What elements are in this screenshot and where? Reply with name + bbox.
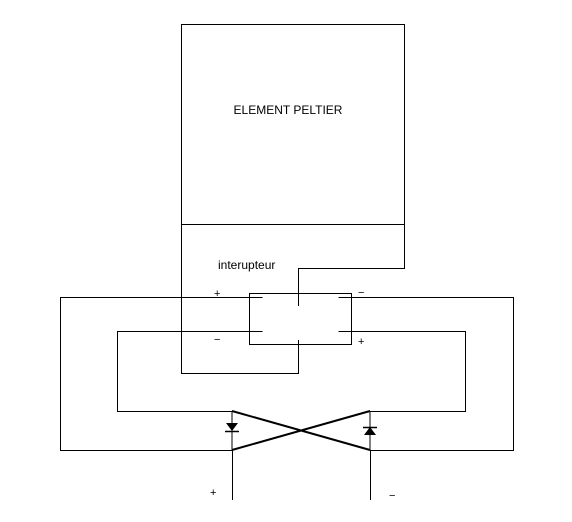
input-sign-right: −	[389, 490, 395, 502]
diode-bridge	[225, 410, 377, 451]
switch-sign-bottom-right: +	[358, 336, 364, 348]
outer-loop	[60, 297, 514, 451]
switch: interupteur + − − +	[214, 258, 364, 348]
peltier-leads	[181, 224, 405, 374]
switch-label: interupteur	[218, 258, 275, 272]
peltier-element: ELEMENT PELTIER	[181, 24, 405, 225]
input-sign-left: +	[210, 487, 216, 499]
switch-body	[249, 293, 352, 345]
peltier-label: ELEMENT PELTIER	[234, 103, 343, 117]
inner-loop	[117, 331, 466, 412]
diode-down-icon	[225, 423, 239, 433]
switch-sign-top-right: −	[358, 287, 364, 299]
switch-sign-bottom-left: −	[214, 334, 220, 346]
diode-up-icon	[363, 426, 377, 435]
input-leads: + −	[210, 450, 395, 502]
switch-sign-top-left: +	[214, 288, 220, 300]
